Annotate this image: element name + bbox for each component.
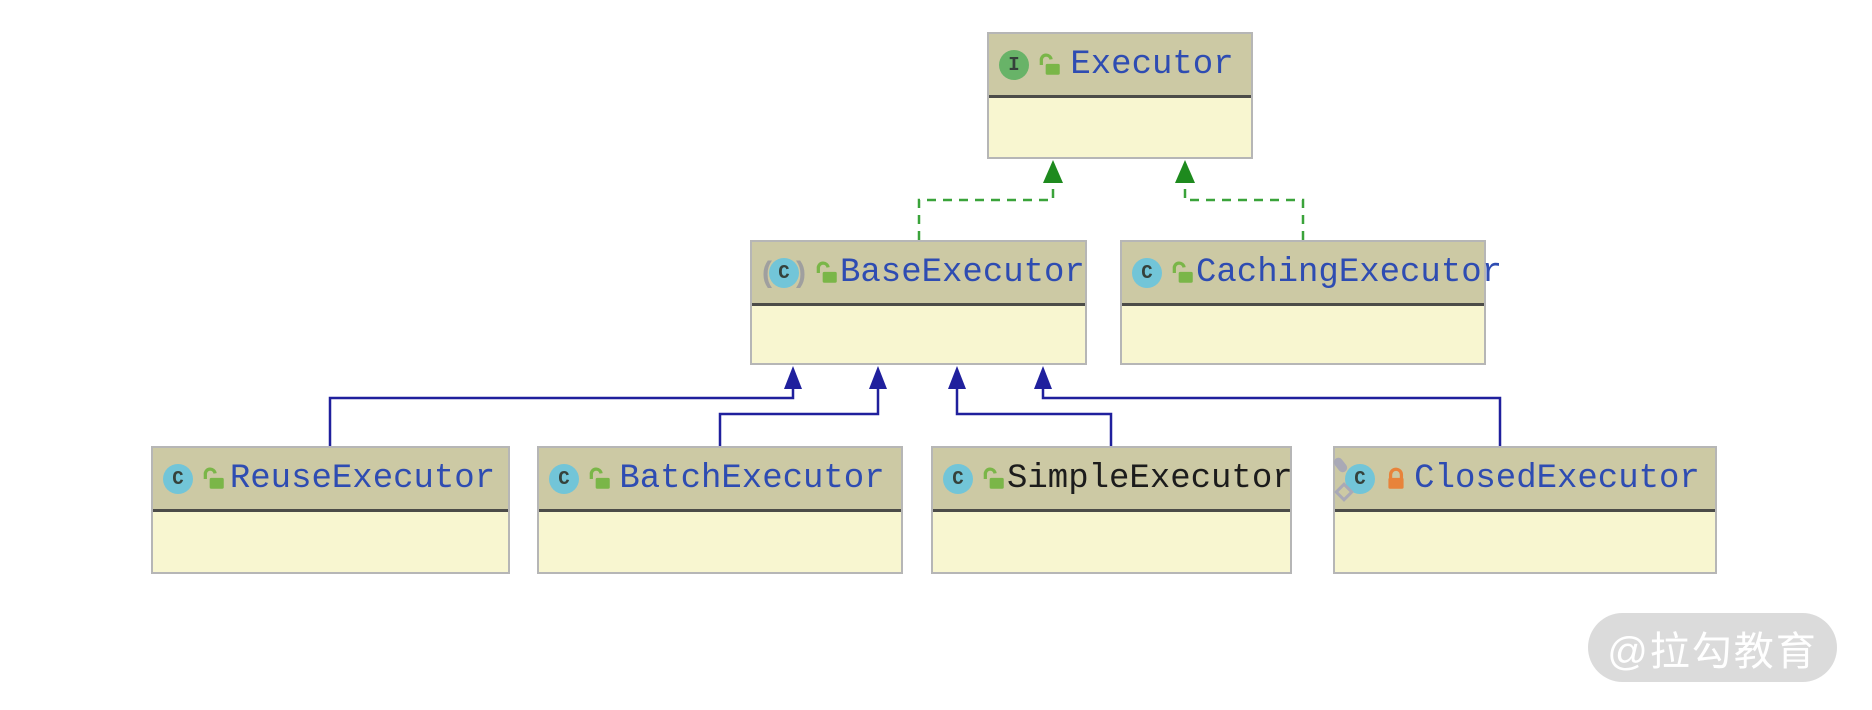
class-icon: C [1132,257,1162,288]
edge-cachingexecutor-implements-executor [1175,160,1305,240]
class-node-executor[interactable]: I Executor [987,32,1253,159]
watermark-text: @拉勾教育 [1607,629,1818,674]
public-open-lock-icon [589,466,610,489]
interface-icon-letter: I [1008,53,1020,76]
public-open-lock-icon [1172,260,1193,283]
arrowhead-implements [1175,160,1195,183]
public-open-lock-icon [816,260,837,283]
node-label: CachingExecutor [1196,253,1503,292]
edge-reuseexecutor-extends-baseexecutor [328,366,802,446]
edge-baseexecutor-implements-executor [917,160,1063,240]
watermark-badge: @拉勾教育 [1588,613,1837,682]
node-label: ReuseExecutor [229,459,496,498]
class-icon: C [769,257,799,288]
node-header: C CachingExecutor [1122,242,1502,306]
edge-closedexecutor-extends-baseexecutor [1034,366,1502,446]
public-open-lock-icon [1039,52,1060,75]
class-icon-letter: C [558,467,570,490]
class-icon-letter: C [172,467,184,490]
class-node-baseexecutor[interactable]: ( C ) BaseExecutor [750,240,1087,365]
arrowhead-extends [948,366,966,389]
node-label: Executor [1070,45,1234,84]
public-open-lock-icon [983,466,1004,489]
class-node-closedexecutor[interactable]: C ClosedExecutor [1332,446,1717,574]
class-node-batchexecutor[interactable]: C BatchExecutor [537,446,903,574]
class-icon-letter: C [952,467,964,490]
arrowhead-extends [1034,366,1052,389]
class-icon-letter: C [1141,261,1153,284]
class-icon: C [163,463,193,494]
node-header: C ReuseExecutor [153,448,508,512]
edge-simpleexecutor-extends-baseexecutor [948,366,1113,446]
abstract-paren-right: ) [796,255,806,289]
node-label: BaseExecutor [840,253,1085,292]
class-node-cachingexecutor[interactable]: C CachingExecutor [1120,240,1502,365]
edge-batchexecutor-extends-baseexecutor [718,366,887,446]
class-icon-letter: C [778,261,790,284]
node-label: BatchExecutor [619,459,885,498]
static-marker-pin-icon [1332,455,1349,474]
node-header: C BatchExecutor [539,448,901,512]
public-open-lock-icon [203,466,224,489]
class-node-reuseexecutor[interactable]: C ReuseExecutor [151,446,510,574]
arrowhead-extends [784,366,802,389]
abstract-class-icon: ( C ) [762,255,806,289]
node-header: ( C ) BaseExecutor [752,242,1085,306]
class-icon-letter: C [1354,467,1366,490]
node-label: ClosedExecutor [1414,459,1700,498]
class-node-simpleexecutor[interactable]: C SimpleExecutor [931,446,1293,574]
node-header: C ClosedExecutor [1332,448,1715,512]
class-icon: C [943,463,973,494]
abstract-paren-left: ( [762,255,772,289]
class-icon: C [549,463,579,494]
static-nested-class-icon: C [1332,455,1375,502]
node-header: I Executor [989,34,1251,98]
node-header: C SimpleExecutor [933,448,1293,512]
static-marker-diamond-icon [1334,481,1354,502]
private-closed-lock-icon [1388,467,1404,489]
arrowhead-extends [869,366,887,389]
node-label: SimpleExecutor [1007,459,1293,498]
arrowhead-implements [1043,160,1063,183]
interface-icon: I [999,49,1029,80]
